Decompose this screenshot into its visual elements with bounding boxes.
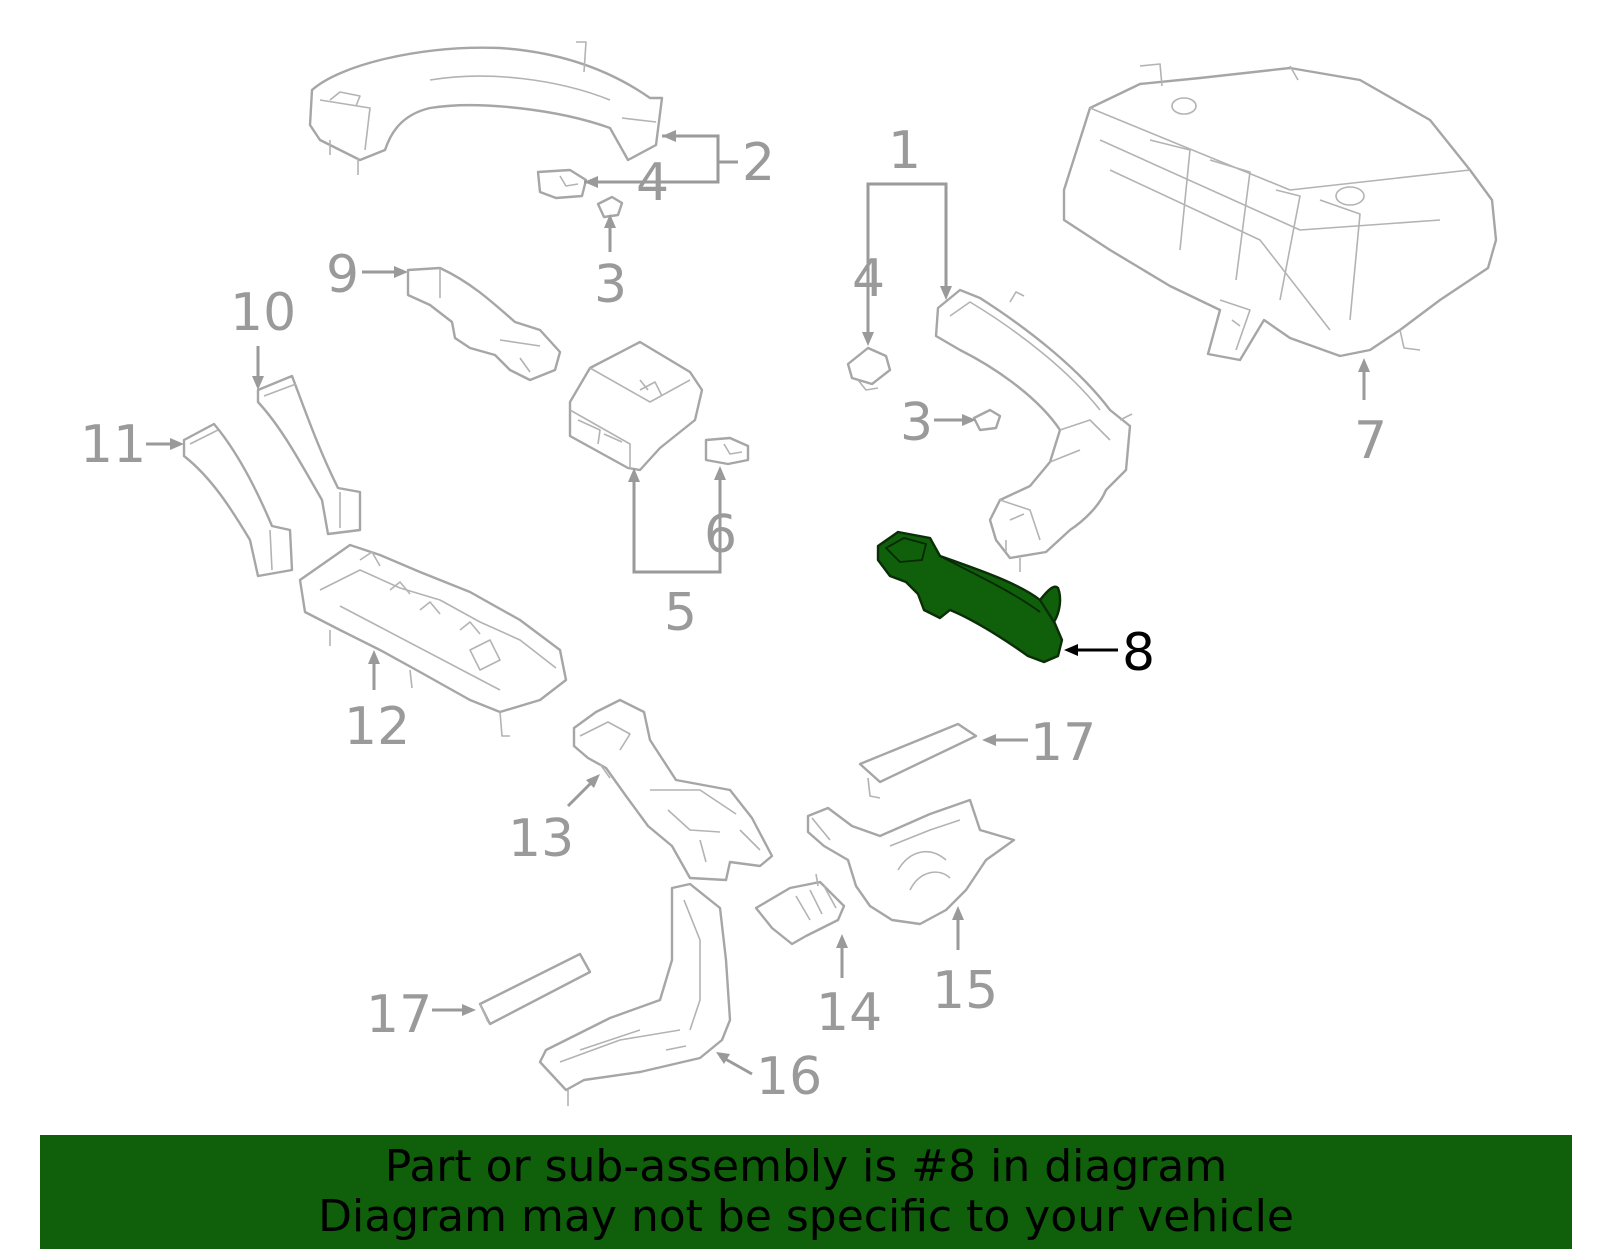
callout-9: 9 (326, 245, 359, 305)
part-17-strip-upper[interactable] (858, 722, 978, 799)
part-17-strip-lower[interactable] (478, 952, 592, 1026)
callout-7: 7 (1354, 411, 1387, 471)
callout-4-top: 4 (636, 153, 669, 213)
part-9-duct-segment[interactable] (406, 266, 562, 382)
part-16-floor-duct[interactable] (538, 882, 732, 1106)
callout-4-right: 4 (852, 249, 885, 309)
banner-line-1: Part or sub-assembly is #8 in diagram (384, 1141, 1228, 1192)
banner-line-2: Diagram may not be specific to your vehi… (318, 1191, 1294, 1242)
part-11-duct[interactable] (182, 422, 294, 578)
part-1-duct[interactable] (934, 288, 1133, 572)
part-14-vent[interactable] (754, 873, 846, 946)
callout-13: 13 (508, 809, 574, 869)
callout-1: 1 (888, 121, 921, 181)
callout-5: 5 (664, 583, 697, 643)
leader-lines (146, 130, 1370, 1076)
callout-6: 6 (704, 505, 737, 565)
part-8-duct-highlighted[interactable] (876, 530, 1064, 664)
part-7-hvac-housing[interactable] (1062, 63, 1498, 362)
callout-17-upper: 17 (1030, 713, 1096, 773)
callout-labels: 1 2 3 3 4 4 5 6 7 8 9 10 11 12 13 14 15 … (80, 121, 1387, 1107)
info-banner: Part or sub-assembly is #8 in diagram Di… (40, 1135, 1572, 1249)
callout-11: 11 (80, 415, 146, 475)
parts-diagram: 1 2 3 3 4 4 5 6 7 8 9 10 11 12 13 14 15 … (80, 41, 1498, 1107)
callout-2: 2 (742, 133, 775, 193)
part-4-clip-top[interactable] (536, 168, 588, 200)
callout-3-top: 3 (594, 255, 627, 315)
part-4-clip-right[interactable] (846, 346, 892, 391)
part-15-duct[interactable] (806, 798, 1016, 926)
part-10-duct[interactable] (256, 374, 362, 536)
part-5-housing[interactable] (568, 340, 704, 472)
callout-8: 8 (1122, 623, 1155, 683)
callout-10: 10 (230, 283, 296, 343)
callout-3-right: 3 (900, 393, 933, 453)
part-6-clip[interactable] (704, 436, 750, 466)
part-12-bracket[interactable] (298, 543, 568, 737)
callout-17-lower: 17 (366, 985, 432, 1045)
callout-16: 16 (756, 1047, 822, 1107)
callout-12: 12 (344, 697, 410, 757)
part-3-clip-right[interactable] (972, 408, 1002, 432)
callout-15: 15 (932, 961, 998, 1021)
part-3-clip-top[interactable] (596, 195, 624, 219)
part-2-upper-duct[interactable] (308, 41, 664, 175)
part-13-duct-assembly[interactable] (572, 698, 774, 882)
callout-14: 14 (816, 983, 882, 1043)
